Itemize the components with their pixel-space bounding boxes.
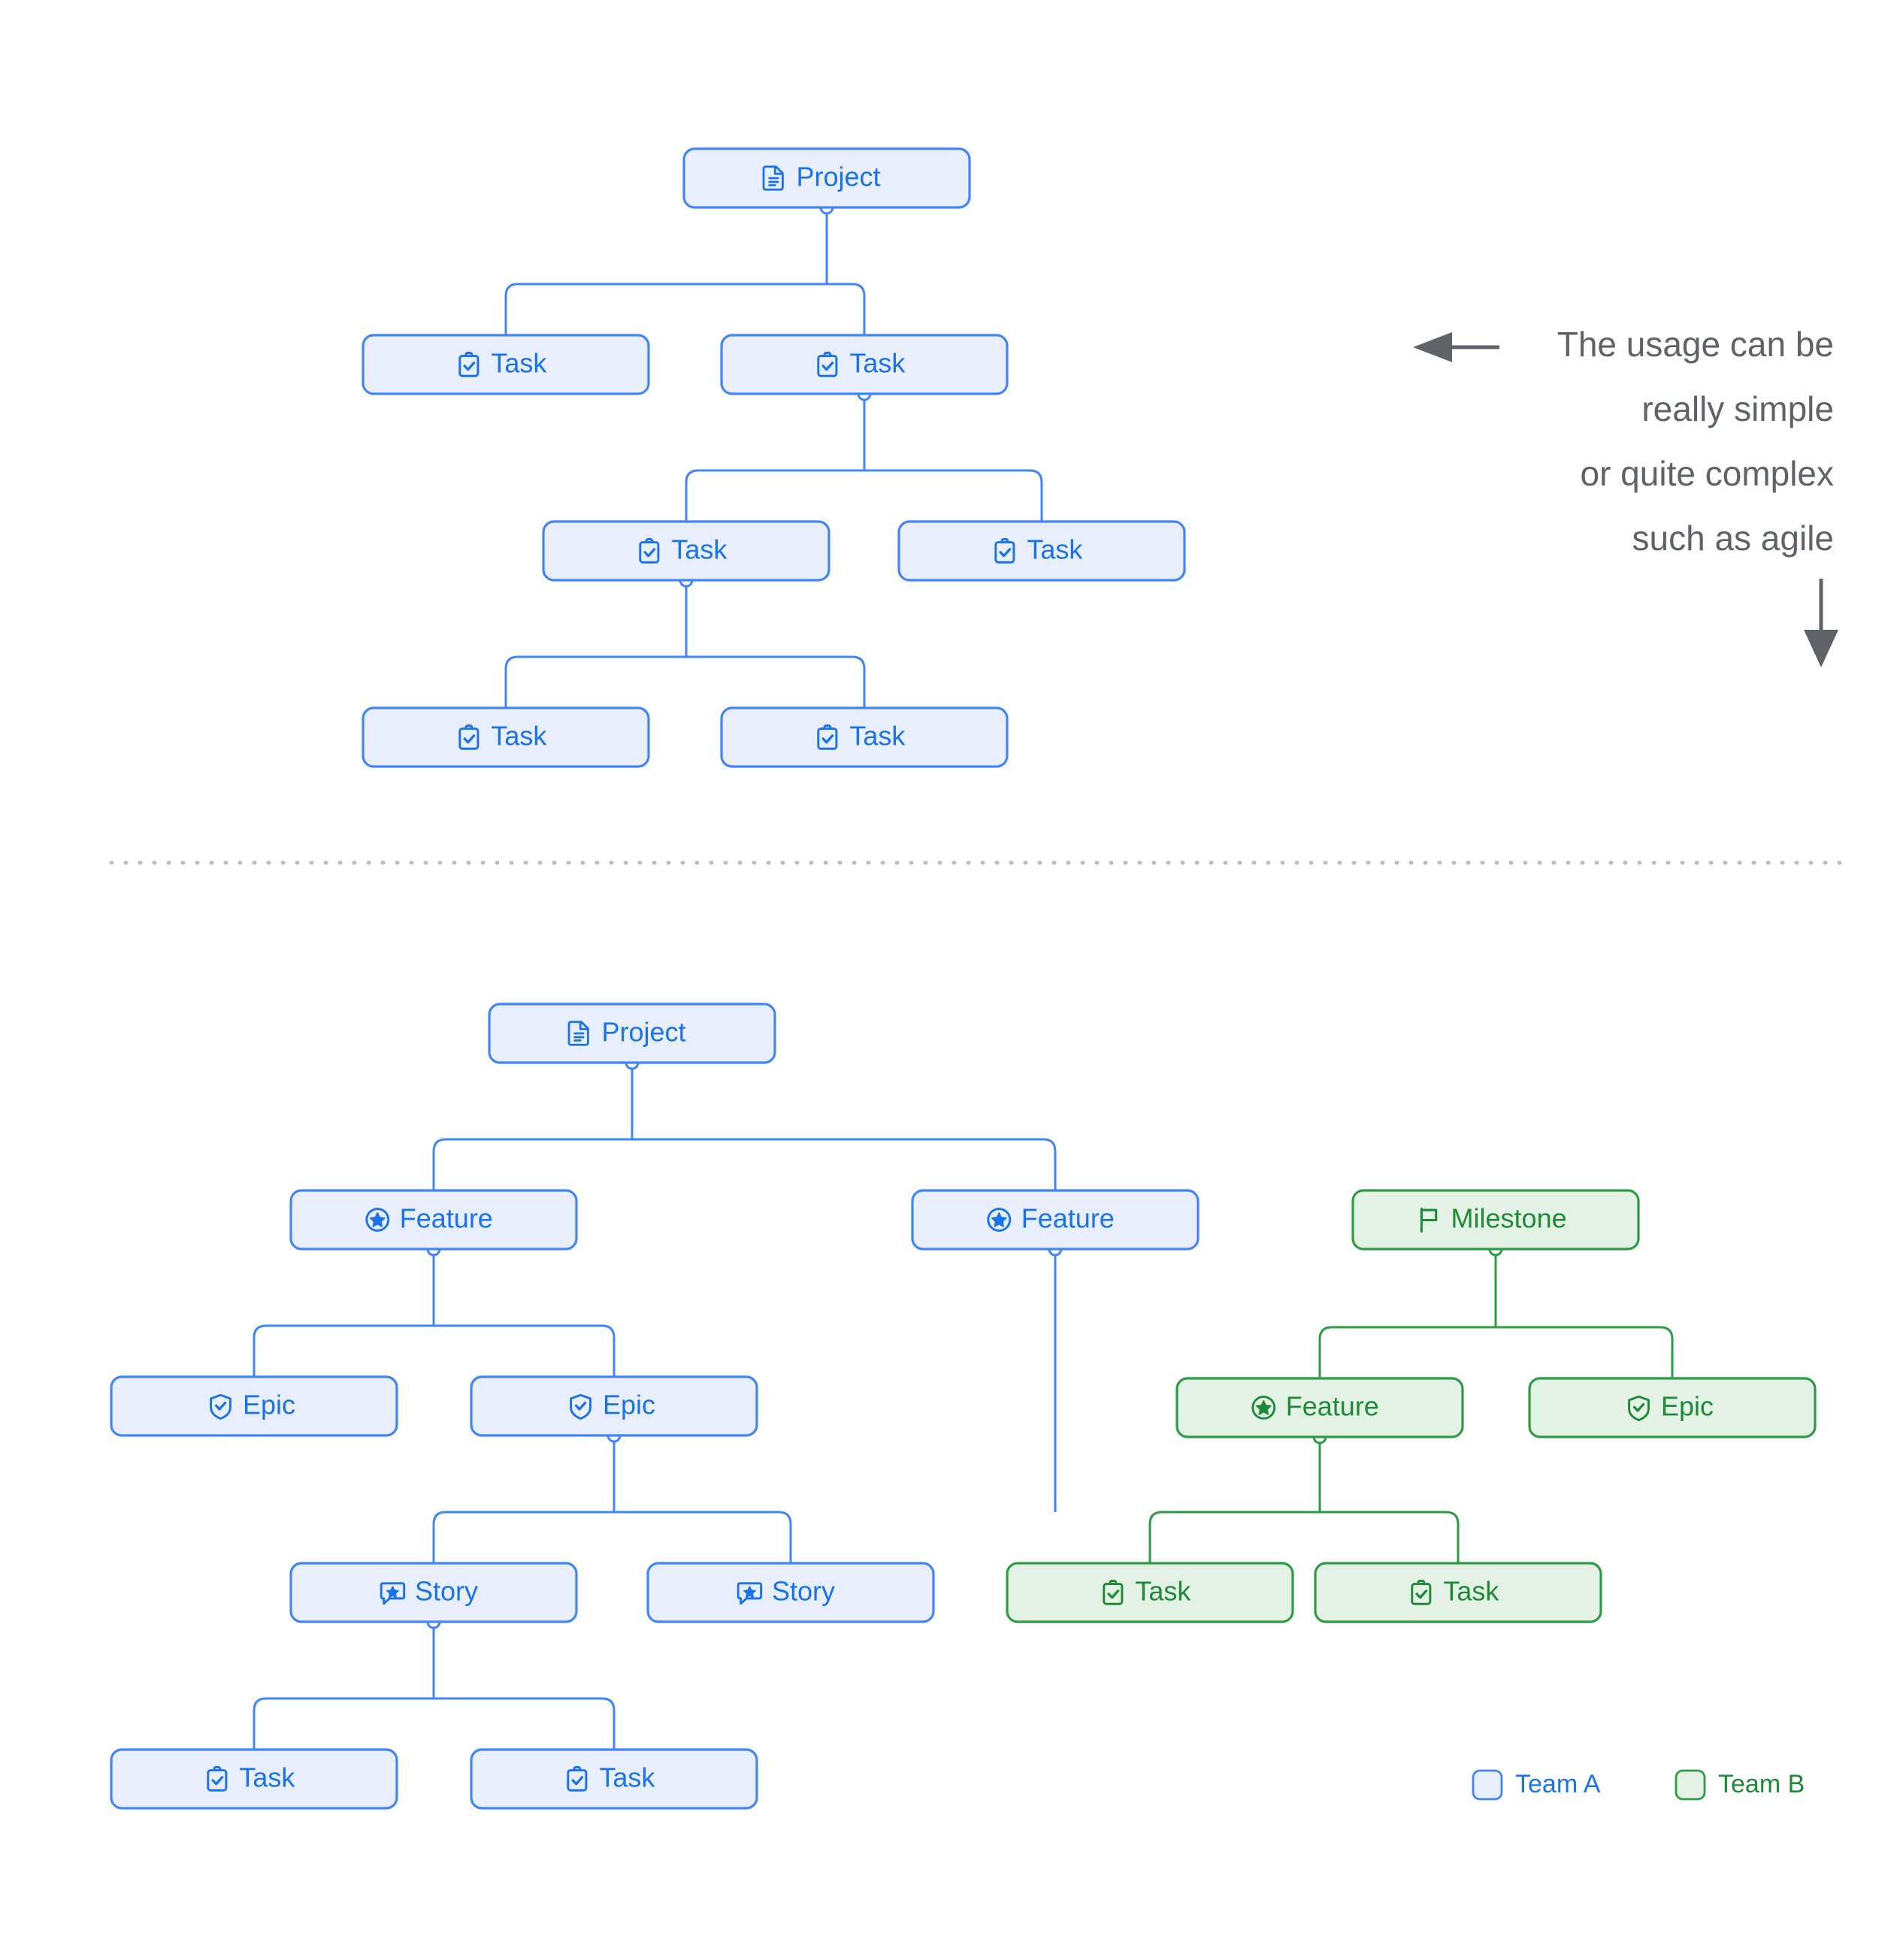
connector-branch bbox=[1320, 1511, 1460, 1563]
node-label: Epic bbox=[243, 1390, 295, 1420]
node-epic-b-gepic[interactable]: Epic bbox=[1528, 1377, 1817, 1438]
node-milestone-b-milestone[interactable]: Milestone bbox=[1351, 1189, 1640, 1251]
node-feature-b-feature2[interactable]: Feature bbox=[911, 1189, 1200, 1251]
legend-item-green[interactable]: Team B bbox=[1675, 1769, 1805, 1801]
connector-branch bbox=[827, 283, 866, 335]
node-label: Task bbox=[849, 348, 906, 379]
node-task-b-task1[interactable]: Task bbox=[110, 1748, 398, 1810]
node-task-t-d[interactable]: Task bbox=[897, 520, 1186, 582]
node-label: Project bbox=[796, 162, 880, 192]
connector-branch bbox=[632, 1138, 1057, 1190]
node-label: Epic bbox=[603, 1390, 655, 1420]
node-task-b-gtask2[interactable]: Task bbox=[1314, 1562, 1602, 1623]
node-task-t-b[interactable]: Task bbox=[720, 334, 1009, 395]
node-label: Feature bbox=[400, 1203, 493, 1234]
node-task-t-c[interactable]: Task bbox=[542, 520, 830, 582]
node-label: Epic bbox=[1661, 1391, 1714, 1422]
connector-branch bbox=[432, 1138, 632, 1190]
connector-branch bbox=[685, 469, 864, 522]
legend-item-blue[interactable]: Team A bbox=[1472, 1769, 1601, 1801]
annotation-line-1: The usage can be bbox=[1557, 325, 1834, 364]
node-epic-b-epic2[interactable]: Epic bbox=[470, 1375, 758, 1437]
connector-branch bbox=[253, 1697, 434, 1750]
connector-branch bbox=[1318, 1326, 1496, 1378]
connector-branch bbox=[1148, 1511, 1320, 1563]
node-project-b-project[interactable]: Project bbox=[488, 1003, 776, 1064]
legend-label: Team A bbox=[1515, 1770, 1601, 1798]
node-task-b-task2[interactable]: Task bbox=[470, 1748, 758, 1810]
node-label: Feature bbox=[1021, 1203, 1115, 1234]
node-label: Task bbox=[1135, 1576, 1191, 1607]
connector-branch bbox=[504, 655, 686, 708]
connector-branch bbox=[686, 655, 866, 708]
node-story-b-story1[interactable]: Story bbox=[289, 1562, 578, 1623]
node-story-b-story2[interactable]: Story bbox=[646, 1562, 935, 1623]
node-label: Task bbox=[491, 348, 547, 379]
node-label: Milestone bbox=[1451, 1203, 1567, 1234]
node-label: Task bbox=[239, 1762, 295, 1793]
connector-branch bbox=[434, 1324, 616, 1377]
connector-branch bbox=[434, 1697, 616, 1750]
node-label: Task bbox=[849, 721, 906, 752]
legend-label: Team B bbox=[1718, 1770, 1805, 1798]
connector-branch bbox=[614, 1511, 792, 1563]
annotation-line-2: really simple bbox=[1641, 389, 1834, 428]
connector-branch bbox=[432, 1511, 614, 1563]
connector-branch bbox=[1496, 1326, 1674, 1378]
top-diagram-connectors bbox=[504, 200, 1043, 708]
node-label: Story bbox=[415, 1576, 478, 1607]
connector-branch bbox=[504, 283, 827, 335]
node-label: Task bbox=[1443, 1576, 1499, 1607]
node-label: Task bbox=[671, 534, 728, 565]
annotation-line-3: or quite complex bbox=[1581, 454, 1835, 493]
node-project-t-root[interactable]: Project bbox=[682, 147, 971, 209]
node-feature-b-gfeature[interactable]: Feature bbox=[1175, 1377, 1464, 1438]
node-feature-b-feature1[interactable]: Feature bbox=[289, 1189, 578, 1251]
node-label: Task bbox=[491, 721, 547, 752]
team-legend: Team A Team B bbox=[1472, 1769, 1805, 1801]
node-task-t-f[interactable]: Task bbox=[720, 706, 1009, 768]
node-label: Feature bbox=[1286, 1391, 1379, 1422]
node-label: Story bbox=[772, 1576, 835, 1607]
legend-swatch-icon bbox=[1472, 1769, 1503, 1801]
node-label: Project bbox=[601, 1017, 685, 1048]
arrow-left-icon bbox=[1413, 332, 1499, 362]
annotation-block: The usage can be really simple or quite … bbox=[1413, 325, 1838, 667]
connector-branch bbox=[864, 469, 1043, 522]
node-task-t-e[interactable]: Task bbox=[362, 706, 650, 768]
annotation-line-4: such as agile bbox=[1632, 519, 1835, 558]
arrow-down-icon bbox=[1804, 579, 1838, 667]
node-task-t-a[interactable]: Task bbox=[362, 334, 650, 395]
node-task-b-gtask1[interactable]: Task bbox=[1006, 1562, 1294, 1623]
node-label: Task bbox=[1027, 534, 1083, 565]
legend-swatch-icon bbox=[1675, 1769, 1706, 1801]
connector-branch bbox=[253, 1324, 434, 1377]
node-epic-b-epic1[interactable]: Epic bbox=[110, 1375, 398, 1437]
node-label: Task bbox=[599, 1762, 655, 1793]
